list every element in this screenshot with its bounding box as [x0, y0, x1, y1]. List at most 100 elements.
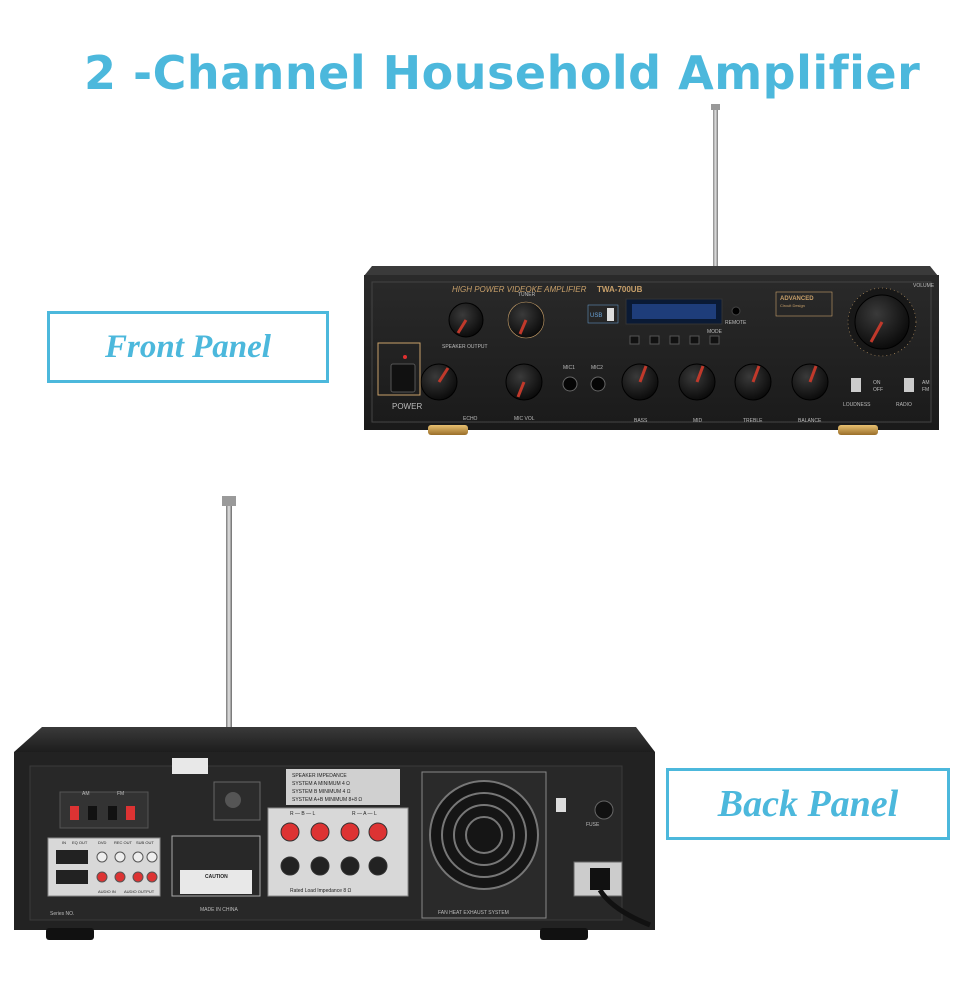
rca-jack[interactable] [96, 871, 108, 883]
io-label-in: IN [62, 840, 66, 845]
fuse-label: FUSE [586, 822, 600, 828]
io-label-audio-output: AUDIO OUTPUT [124, 889, 155, 894]
usb-label: USB [590, 313, 602, 319]
made-in-label: MADE IN CHINA [200, 907, 238, 913]
radio-fm-label: FM [922, 387, 929, 393]
speaker-terminal[interactable] [368, 822, 388, 842]
loudness-switch[interactable] [851, 378, 861, 392]
io-label-audio-in: AUDIO IN [98, 889, 116, 894]
front-panel-label-box: Front Panel [47, 311, 329, 383]
media-button[interactable] [669, 335, 680, 345]
front-panel-label: Front Panel [105, 328, 271, 365]
volume-label: VOLUME [913, 283, 935, 289]
echo-label: ECHO [463, 416, 478, 422]
power-switch[interactable] [390, 363, 416, 393]
rca-jack[interactable] [114, 871, 126, 883]
loudness-on-label: ON [873, 380, 881, 386]
power-label: POWER [392, 402, 422, 411]
rca-jack[interactable] [114, 851, 126, 863]
speaker-terminal[interactable] [340, 856, 360, 876]
loudness-off-label: OFF [873, 387, 883, 393]
eq-jumper[interactable] [56, 870, 88, 884]
caution-label: CAUTION [205, 874, 228, 880]
speaker-terminal[interactable] [310, 822, 330, 842]
impedance-sticker [286, 769, 400, 805]
speaker-terminal-panel [267, 807, 409, 897]
page-title: 2 -Channel Household Amplifier [84, 46, 921, 100]
tuner-label: TUNER [518, 292, 536, 298]
io-label-dvd: DVD [98, 840, 107, 845]
advanced-label: ADVANCED [780, 296, 814, 302]
fm-terminal[interactable] [126, 806, 135, 820]
speaker-output-label: SPEAKER OUTPUT [442, 344, 488, 350]
rca-jack[interactable] [96, 851, 108, 863]
am-terminal[interactable] [70, 806, 79, 820]
bass-label: BASS [634, 418, 648, 424]
am-label: AM [82, 791, 90, 797]
io-label-rec-out: REC OUT [114, 840, 133, 845]
fan-label: FAN HEAT EXHAUST SYSTEM [438, 910, 509, 916]
media-buttons [629, 335, 720, 345]
rca-jack[interactable] [146, 851, 158, 863]
rca-jack[interactable] [146, 871, 158, 883]
mode-label: MODE [707, 329, 723, 335]
impedance-line: SPEAKER IMPEDANCE [292, 773, 347, 779]
antenna [713, 107, 718, 269]
balance-label: BALANCE [798, 418, 822, 424]
speaker-terminal[interactable] [310, 856, 330, 876]
mic2-jack[interactable] [590, 376, 606, 392]
speaker-terminal[interactable] [280, 822, 300, 842]
rca-jacks [56, 850, 158, 884]
media-button[interactable] [689, 335, 700, 345]
am-terminal[interactable] [88, 806, 97, 820]
speaker-terminal[interactable] [368, 856, 388, 876]
fm-terminal[interactable] [108, 806, 117, 820]
back-panel-label-box: Back Panel [666, 768, 950, 840]
io-label-eq-out: EQ OUT [72, 840, 88, 845]
treble-label: TREBLE [743, 418, 763, 424]
caution-sticker [180, 870, 252, 894]
back-top [14, 727, 655, 752]
mic-vol-label: MIC VOL [514, 416, 535, 422]
rca-jack[interactable] [132, 871, 144, 883]
fan-grill [429, 780, 539, 890]
remote-label: REMOTE [725, 320, 747, 326]
impedance-line: SYSTEM A MINIMUM 4 Ω [292, 781, 350, 787]
loudness-label: LOUDNESS [843, 402, 871, 408]
power-cord [597, 888, 651, 928]
rca-jack[interactable] [132, 851, 144, 863]
speaker-terminal[interactable] [340, 822, 360, 842]
antenna [226, 505, 232, 795]
fuse-holder[interactable] [594, 800, 614, 820]
speaker-a-label: R — A — L [352, 811, 377, 817]
speaker-terminal[interactable] [280, 856, 300, 876]
media-button[interactable] [629, 335, 640, 345]
impedance-line: SYSTEM A+B MINIMUM 8+8 Ω [292, 797, 362, 803]
mic2-label: MIC2 [591, 365, 603, 371]
remote-sensor [731, 306, 741, 316]
mid-label: MID [693, 418, 703, 424]
rca-panel [47, 837, 161, 897]
radio-switch[interactable] [904, 378, 914, 392]
mic1-jack[interactable] [562, 376, 578, 392]
media-button[interactable] [649, 335, 660, 345]
power-led [403, 355, 407, 359]
usb-port[interactable] [607, 308, 614, 321]
eq-jumper[interactable] [56, 850, 88, 864]
amp-model: TWA-700UB [597, 285, 643, 294]
speaker-terminals [280, 822, 388, 876]
radio-am-label: AM [922, 380, 930, 386]
foot [428, 425, 468, 435]
back-panel-label: Back Panel [717, 783, 899, 825]
barcode-sticker [172, 758, 208, 774]
fm-label: FM [117, 791, 124, 797]
impedance-line: SYSTEM B MINIMUM 4 Ω [292, 789, 351, 795]
lower-knobs [420, 363, 829, 401]
speaker-b-label: R — B — L [290, 811, 316, 817]
rated-load-label: Rated Load Impedance 8 Ω [290, 888, 352, 894]
mode-button[interactable] [709, 335, 720, 345]
mic1-label: MIC1 [563, 365, 575, 371]
ac-power-inlet[interactable] [590, 868, 610, 890]
